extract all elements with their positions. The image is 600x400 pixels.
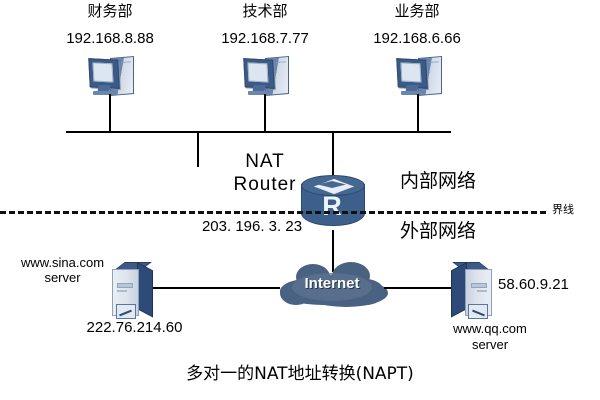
pc-screen [92, 62, 114, 83]
server-drive-bay [468, 304, 488, 319]
qq-server-name-line1: www.qq.com [453, 321, 527, 336]
sina-server-link-wire [150, 287, 280, 289]
router-to-internet-wire [332, 230, 334, 272]
router-diamond-inner [318, 181, 346, 188]
lan-bus-stub-wire [197, 131, 199, 167]
server-slot [117, 290, 127, 292]
sina-server-name-line1: www.sina.com [20, 255, 105, 270]
server-front-face [112, 269, 139, 319]
router-uplink-wire [332, 131, 334, 179]
host-drop-wire-1 [109, 94, 111, 132]
qq-server-link-wire [384, 287, 455, 289]
server-slot [477, 290, 487, 292]
server-drive-bay [116, 304, 136, 319]
pc-tower-slots [121, 61, 131, 79]
external-network-label: 外部网络 [400, 220, 477, 242]
host-dept-label-2: 技术部 [242, 2, 288, 20]
desktop-pc-icon-1 [88, 55, 134, 99]
server-led-strip [117, 283, 133, 288]
sina-server-name-line2: server [44, 270, 81, 285]
lan-bus-wire [66, 131, 451, 133]
desktop-pc-icon-2 [243, 55, 289, 99]
diagram-caption: 多对一的NAT地址转换(NAPT) [186, 364, 414, 384]
server-led-strip [471, 283, 487, 288]
sina-server-ip-label: 222.76.214.60 [86, 319, 183, 336]
host-drop-wire-2 [264, 94, 266, 132]
router-wan-ip-label: 203. 196. 3. 23 [201, 218, 303, 235]
pc-tower-slots [429, 61, 439, 79]
router-letter-glyph: R [322, 191, 342, 221]
router-title-line1: NAT [245, 151, 285, 172]
server-tower-icon-sina [112, 262, 153, 319]
pc-base [93, 91, 115, 95]
host-dept-label-3: 业务部 [394, 2, 440, 20]
boundary-label: 界线 [552, 203, 574, 216]
host-ip-label-3: 192.168.6.66 [373, 30, 461, 47]
server-side-face [137, 262, 153, 318]
pc-screen [400, 62, 422, 83]
pc-screen [247, 62, 269, 83]
cloud-inner-highlight [292, 273, 372, 301]
server-front-face [465, 269, 492, 319]
network-boundary-line [0, 211, 546, 214]
qq-server-ip-label: 58.60.9.21 [498, 276, 569, 293]
pc-tower-slots [276, 61, 286, 79]
cloud-icon: Internet [278, 261, 386, 313]
desktop-pc-icon-3 [396, 55, 442, 99]
host-dept-label-1: 财务部 [87, 2, 133, 20]
cloud-label: Internet [304, 275, 360, 292]
internal-network-label: 内部网络 [400, 170, 477, 192]
qq-server-name-line2: server [471, 337, 509, 352]
pc-base [401, 91, 423, 95]
host-ip-label-2: 192.168.7.77 [221, 30, 309, 47]
host-ip-label-1: 192.168.8.88 [66, 30, 154, 47]
host-drop-wire-3 [417, 94, 419, 132]
router-title-line2: Router [233, 174, 297, 195]
pc-base [248, 91, 270, 95]
server-tower-icon-qq [451, 262, 492, 319]
